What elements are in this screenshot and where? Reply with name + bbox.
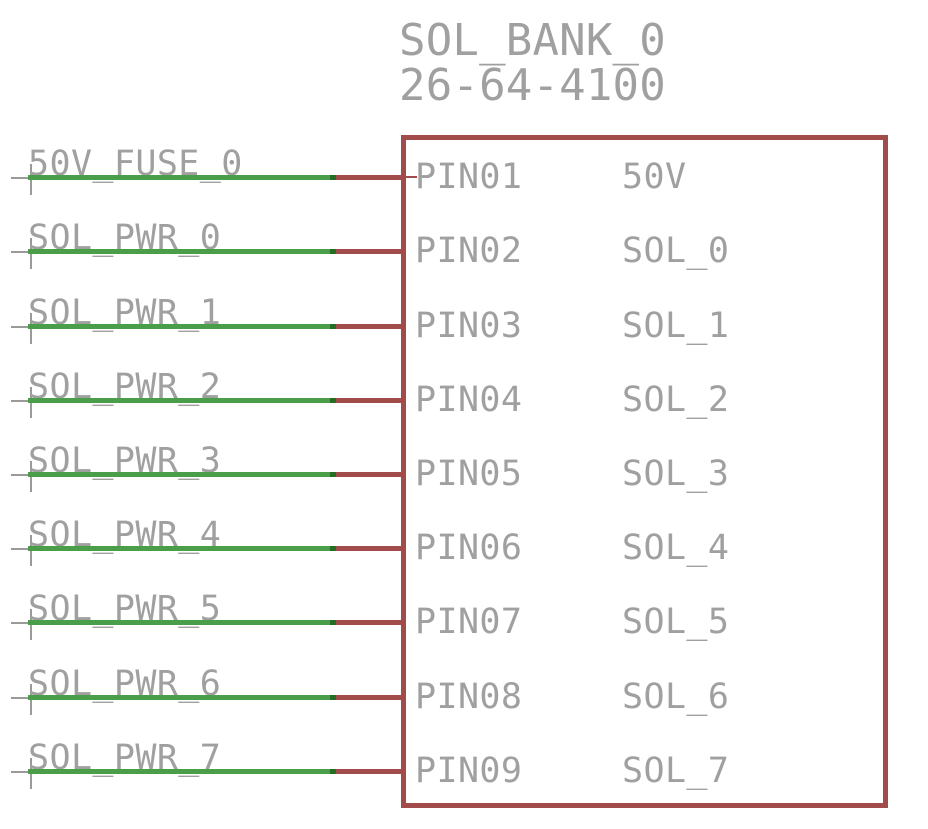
pin-name-label: PIN05 <box>415 454 523 494</box>
pin-signal-label: SOL_6 <box>622 677 730 717</box>
net-wire[interactable] <box>28 620 330 625</box>
pin-name-label: PIN09 <box>415 751 523 791</box>
pin-signal-label: SOL_3 <box>622 454 730 494</box>
pin-line[interactable] <box>336 546 403 551</box>
pin-line[interactable] <box>336 324 403 329</box>
pin-line[interactable] <box>336 398 403 403</box>
pin-name-label: PIN03 <box>415 306 523 346</box>
pin-signal-label: SOL_7 <box>622 751 730 791</box>
pin-signal-label: SOL_5 <box>622 602 730 642</box>
pin-signal-label: SOL_0 <box>622 231 730 271</box>
wire-endcap <box>330 175 336 180</box>
wire-endcap <box>330 769 336 774</box>
wire-endcap <box>330 620 336 625</box>
component-name-label[interactable]: SOL_BANK_0 <box>399 15 666 66</box>
net-wire[interactable] <box>28 324 330 329</box>
pin-name-label: PIN08 <box>415 677 523 717</box>
net-wire[interactable] <box>28 175 330 180</box>
pin-signal-label: SOL_2 <box>622 380 730 420</box>
wire-endcap <box>330 324 336 329</box>
net-wire[interactable] <box>28 472 330 477</box>
wire-endcap <box>330 695 336 700</box>
connector-symbol-box[interactable] <box>401 135 888 808</box>
pin-line[interactable] <box>336 620 403 625</box>
pin-line[interactable] <box>336 472 403 477</box>
pin-line[interactable] <box>336 175 403 180</box>
wire-endcap <box>330 546 336 551</box>
wire-endcap <box>330 398 336 403</box>
pin-line[interactable] <box>336 769 403 774</box>
pin1-stub-line <box>390 176 417 178</box>
pin-signal-label: 50V <box>622 157 687 197</box>
pin-line[interactable] <box>336 695 403 700</box>
component-part-number-label[interactable]: 26-64-4100 <box>399 60 666 111</box>
net-wire[interactable] <box>28 249 330 254</box>
pin-name-label: PIN02 <box>415 231 523 271</box>
pin-line[interactable] <box>336 249 403 254</box>
wire-endcap <box>330 249 336 254</box>
net-wire[interactable] <box>28 546 330 551</box>
net-wire[interactable] <box>28 695 330 700</box>
pin-name-label: PIN01 <box>415 157 523 197</box>
pin-signal-label: SOL_4 <box>622 528 730 568</box>
pin-name-label: PIN07 <box>415 602 523 642</box>
pin-name-label: PIN04 <box>415 380 523 420</box>
pin-name-label: PIN06 <box>415 528 523 568</box>
wire-endcap <box>330 472 336 477</box>
net-wire[interactable] <box>28 398 330 403</box>
pin-signal-label: SOL_1 <box>622 306 730 346</box>
net-wire[interactable] <box>28 769 330 774</box>
